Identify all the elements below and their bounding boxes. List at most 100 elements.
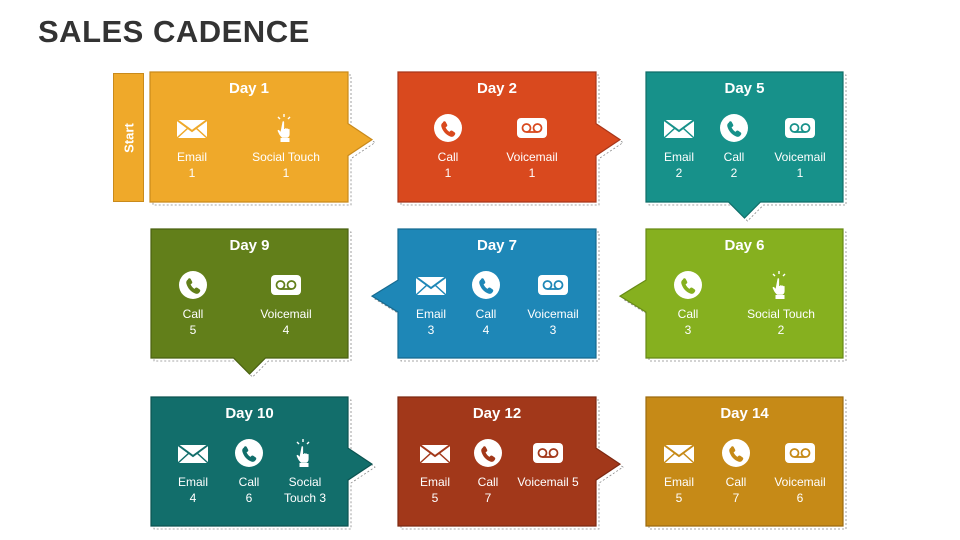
touchpoint-label: Voicemail: [506, 150, 558, 164]
phone-icon: [720, 438, 752, 468]
touchpoint-count: 7: [732, 491, 740, 505]
phone-icon: [177, 270, 209, 300]
day-card: Day 14 Email 5 Call 7 Voicemail 6: [645, 396, 847, 530]
touchpoint-label: Social Touch: [747, 307, 815, 321]
touchpoint-label: Email: [176, 150, 207, 164]
touchpoint-count: 4: [282, 323, 290, 337]
touchpoint-label: Voicemail: [527, 307, 579, 321]
phone-icon: [470, 270, 502, 300]
touchpoint-label: Social Touch: [252, 150, 320, 164]
touchpoint-label: Voicemail: [774, 150, 826, 164]
touchpoint-label: Call: [477, 475, 499, 489]
touchpoint: Email 5: [395, 438, 475, 506]
touchpoint-label: Call: [182, 307, 204, 321]
touchpoint-count: 6: [796, 491, 804, 505]
touchpoint-count: 5: [675, 491, 683, 505]
social-touch-icon: [765, 270, 797, 300]
touchpoint-count: 3: [684, 323, 692, 337]
touchpoint-label: Email: [177, 475, 208, 489]
day-label: Day 10: [225, 405, 274, 422]
touchpoint: Voicemail 6: [760, 438, 840, 506]
phone-icon: [432, 113, 464, 143]
touchpoint-label: Email: [663, 475, 694, 489]
card-shape: [397, 396, 624, 530]
touchpoint: Social Touch 1: [246, 113, 326, 181]
voicemail-icon: [532, 438, 564, 468]
phone-icon: [472, 438, 504, 468]
touchpoint: Voicemail 1: [760, 113, 840, 181]
day-label: Day 5: [724, 80, 765, 97]
envelope-icon: [415, 270, 447, 300]
voicemail-icon: [516, 113, 548, 143]
card-shape: [618, 228, 847, 362]
page-title: SALES CADENCE: [38, 14, 310, 49]
card-shape: [150, 396, 376, 530]
day-label: Day 6: [724, 237, 765, 254]
touchpoint-count: 5: [431, 491, 439, 505]
day-label: Day 14: [720, 405, 769, 422]
voicemail-icon: [784, 113, 816, 143]
day-label: Day 2: [476, 80, 518, 97]
touchpoint: Call 7: [696, 438, 776, 506]
day-label: Day 1: [228, 80, 270, 97]
touchpoint-label: Call: [723, 150, 745, 164]
touchpoint-count: 1: [528, 166, 536, 180]
touchpoint-count: 2: [675, 166, 683, 180]
start-label: Start: [121, 122, 136, 153]
card-shape: [645, 71, 847, 222]
touchpoint: Call 1: [408, 113, 488, 181]
touchpoint: Social Touch 2: [741, 270, 821, 338]
touchpoint-count: 4: [189, 491, 197, 505]
social-touch-icon: [270, 113, 302, 143]
day-label: Day 9: [229, 237, 270, 254]
envelope-icon: [663, 438, 695, 468]
phone-icon: [672, 270, 704, 300]
touchpoint-label: Email: [663, 150, 694, 164]
touchpoint-label: Call: [437, 150, 459, 164]
start-tab: Start: [113, 73, 144, 202]
voicemail-icon: [784, 438, 816, 468]
touchpoint-count: 3: [427, 323, 435, 337]
touchpoint-label: Email: [419, 475, 450, 489]
touchpoint-count: 1: [796, 166, 804, 180]
phone-icon: [233, 438, 265, 468]
touchpoint-label: Call: [238, 475, 260, 489]
social-touch-icon: [289, 438, 321, 468]
touchpoint-count: 1: [444, 166, 452, 180]
touchpoint-label: Voicemail 5: [517, 475, 579, 489]
touchpoint-count: 2: [777, 323, 785, 337]
touchpoint: Voicemail 1: [492, 113, 572, 181]
touchpoint: Voicemail 5: [508, 438, 588, 490]
card-shape: [150, 228, 352, 378]
touchpoint-label: Call: [725, 475, 747, 489]
envelope-icon: [176, 113, 208, 143]
day-label: Day 7: [476, 237, 518, 254]
touchpoint-count: Touch 3: [283, 491, 327, 505]
voicemail-icon: [270, 270, 302, 300]
touchpoint-label: Voicemail: [774, 475, 826, 489]
touchpoint-count: 4: [482, 323, 490, 337]
touchpoint-count: 1: [282, 166, 290, 180]
day-label: Day 12: [472, 405, 522, 422]
envelope-icon: [663, 113, 695, 143]
envelope-icon: [419, 438, 451, 468]
card-shape: [397, 71, 624, 206]
touchpoint: Email 4: [153, 438, 233, 506]
voicemail-icon: [537, 270, 569, 300]
card-shape: [149, 71, 376, 206]
